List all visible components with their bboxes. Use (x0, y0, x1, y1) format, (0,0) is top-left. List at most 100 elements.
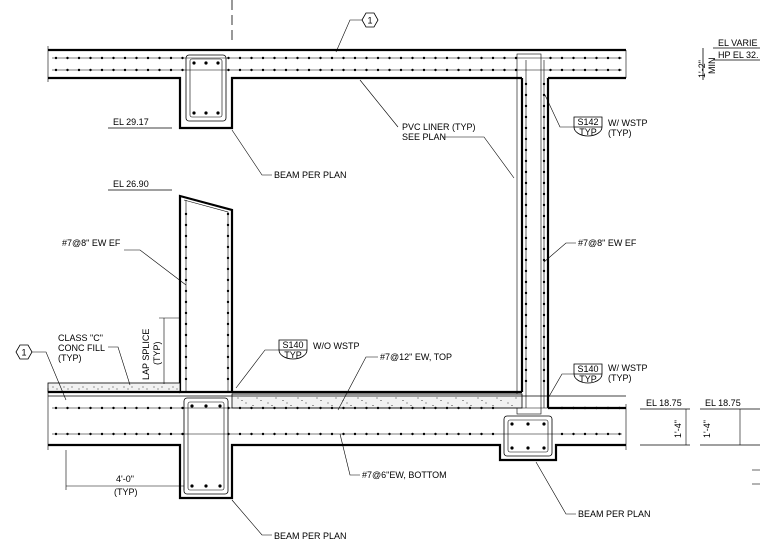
rebar-dot (184, 278, 188, 282)
rebar-dot (327, 402, 329, 404)
rebar-dot (153, 386, 155, 388)
rebar-dot (100, 56, 104, 60)
detail-tag-top-text: 1 (367, 16, 372, 26)
rebar-dot (123, 432, 127, 436)
rebar-dot (399, 56, 403, 60)
rebar-dot (54, 406, 58, 410)
rebar-dot (138, 388, 140, 390)
rebar-dot (146, 432, 150, 436)
rebar-dot (542, 335, 546, 339)
rebar-7-8-right-text: #7@8" EW EF (578, 238, 637, 248)
rebar-dot (290, 405, 292, 406)
rebar-dot (250, 56, 253, 60)
rebar-dot (204, 111, 208, 115)
rebar-dot (511, 405, 513, 406)
rebar-dot (485, 402, 487, 404)
rebar-dot (112, 56, 115, 60)
rebar-dot (365, 406, 368, 410)
rebar-dot (361, 400, 363, 401)
rebar-dot (273, 68, 276, 72)
rebar-dot (560, 432, 564, 436)
rebar-dot (524, 379, 528, 383)
conc-fill-text: CONC FILL (58, 343, 105, 353)
rebar-dot (54, 56, 58, 60)
rebar-dot (89, 56, 92, 60)
rebar-dot (342, 432, 345, 436)
lap-splice-dim: LAP SPLICE (TYP) (141, 317, 180, 384)
rebar-dot (572, 406, 575, 410)
rebar-dot (595, 56, 598, 60)
top-beam-cage (185, 54, 227, 122)
top-slab (47, 46, 627, 130)
rebar-dot (434, 432, 437, 436)
rebar-dot (112, 68, 115, 72)
rebar-dot (342, 406, 345, 410)
rebar-dot (468, 56, 472, 60)
rebar-dot (296, 56, 299, 60)
rebar-dot (468, 432, 472, 436)
rebar-dot (135, 406, 138, 410)
rebar-dot (346, 402, 348, 404)
rebar-7-8-left-text: #7@8" EW EF (62, 238, 121, 248)
rebar-dot (526, 422, 530, 426)
typ-2-text: (TYP) (608, 373, 632, 383)
rebar-left-wall-callout: #7@8" EW EF (62, 238, 187, 286)
rebar-dot (86, 388, 88, 390)
rebar-dot (158, 68, 161, 72)
rebar-dot (492, 405, 494, 406)
rebar-dot (391, 405, 393, 406)
rebar-dot (330, 56, 334, 60)
rebar-dot (184, 311, 188, 315)
rebar-dot (319, 56, 322, 60)
rebar-dot (480, 68, 483, 72)
rebar-dot (146, 56, 150, 60)
rebar-dot (218, 404, 222, 408)
rebar-dot (335, 397, 337, 399)
rebar-dot (226, 311, 230, 315)
rebar-dot (142, 386, 144, 388)
rebar-dot (238, 56, 242, 60)
rebar-dot (100, 432, 104, 436)
rebar-dot (296, 432, 299, 436)
rebar-dot (606, 406, 610, 410)
rebar-dot (395, 397, 397, 399)
rebar-dot (350, 405, 352, 406)
rebar-dot (238, 406, 242, 410)
rebar-dot (542, 422, 546, 426)
rebar-dot (510, 422, 514, 426)
rebar-dot (468, 68, 472, 72)
rebar-dot (524, 368, 528, 372)
rebar-dot (226, 223, 230, 227)
rebar-dot (480, 406, 483, 410)
rebar-dot (542, 115, 546, 119)
rebar-dot (250, 432, 253, 436)
rebar-dot (158, 406, 161, 410)
rebar-dot (542, 258, 546, 262)
rebar-dot (227, 68, 230, 72)
rebar-dot (480, 432, 483, 436)
rebar-dot (491, 68, 495, 72)
elevation-varies: EL VARIE HP EL 32. 1'-2" MIN (697, 38, 760, 80)
rebar-dot (542, 280, 546, 284)
break-marks (752, 469, 760, 485)
rebar-dot (296, 68, 299, 72)
rebar-dot (583, 432, 587, 436)
rebar-dot (319, 68, 322, 72)
rebar-dot (158, 56, 161, 60)
rebar-dot (286, 402, 288, 404)
section-tag-s142: S142 TYP W/ WSTP (TYP) (544, 94, 648, 138)
rebar-dot (542, 446, 546, 450)
rebar-dot (227, 432, 230, 436)
rebar-dot (542, 368, 546, 372)
beam-per-plan-3-text: BEAM PER PLAN (578, 509, 651, 519)
rebar-dot (411, 406, 414, 410)
rebar-dot (399, 68, 403, 72)
rebar-dot (181, 406, 184, 410)
rebar-dot (192, 61, 196, 65)
rebar-dot (273, 406, 276, 410)
pvc-liner-callout: PVC LINER (TYP) SEE PLAN (359, 79, 515, 179)
s140-right-sub: TYP (579, 374, 597, 384)
rebar-dot (445, 56, 449, 60)
rebar-dot (411, 68, 414, 72)
